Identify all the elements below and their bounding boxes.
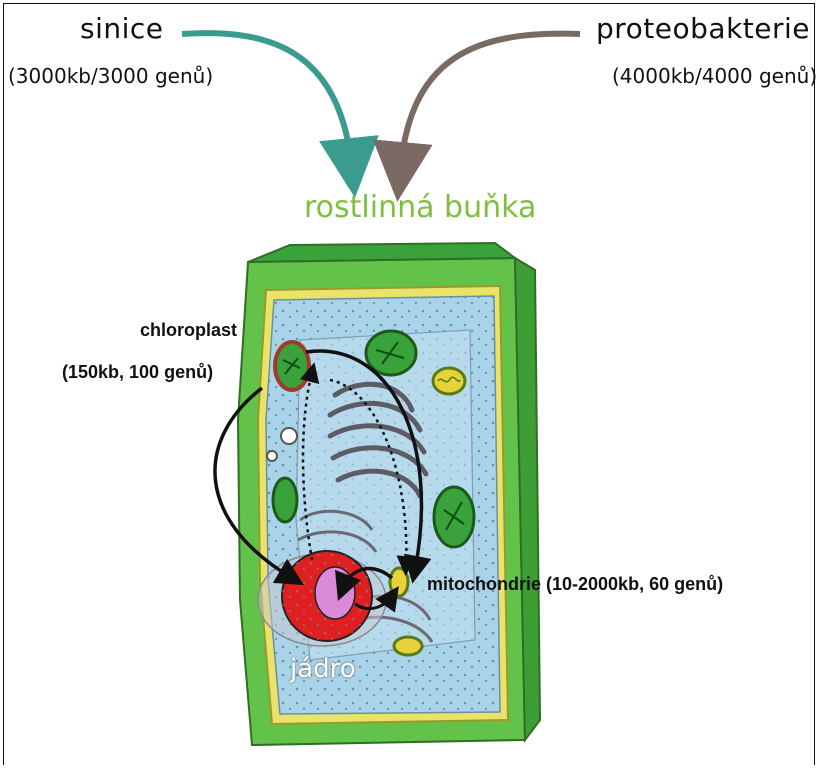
- mitochondrion-1: [433, 368, 465, 394]
- proteobacteria-arrow: [400, 34, 580, 172]
- source-proteobacteria-genome: (4000kb/4000 genů): [612, 64, 817, 88]
- cell-wall-top: [248, 243, 515, 262]
- chloroplast-label: chloroplast: [140, 320, 237, 341]
- chloroplast-organelle: [275, 342, 309, 390]
- chloroplast-3: [434, 487, 474, 547]
- nucleus-label: jádro: [290, 654, 356, 684]
- source-proteobacteria-title: proteobakterie: [596, 12, 810, 45]
- mitochondrion-organelle: [390, 568, 408, 596]
- target-plant-cell-label: rostlinná buňka: [304, 190, 536, 225]
- source-cyanobacteria-genome: (3000kb/3000 genů): [8, 64, 213, 88]
- cyanobacteria-arrow: [182, 33, 352, 168]
- chloroplast-4: [273, 478, 297, 522]
- mitochondrion-3: [394, 637, 422, 655]
- chloroplast-2: [366, 331, 416, 375]
- vesicle: [281, 428, 297, 444]
- mitochondria-label: mitochondrie (10-2000kb, 60 genů): [427, 574, 723, 595]
- source-cyanobacteria-title: sinice: [80, 12, 164, 45]
- chloroplast-genome-label: (150kb, 100 genů): [62, 362, 213, 383]
